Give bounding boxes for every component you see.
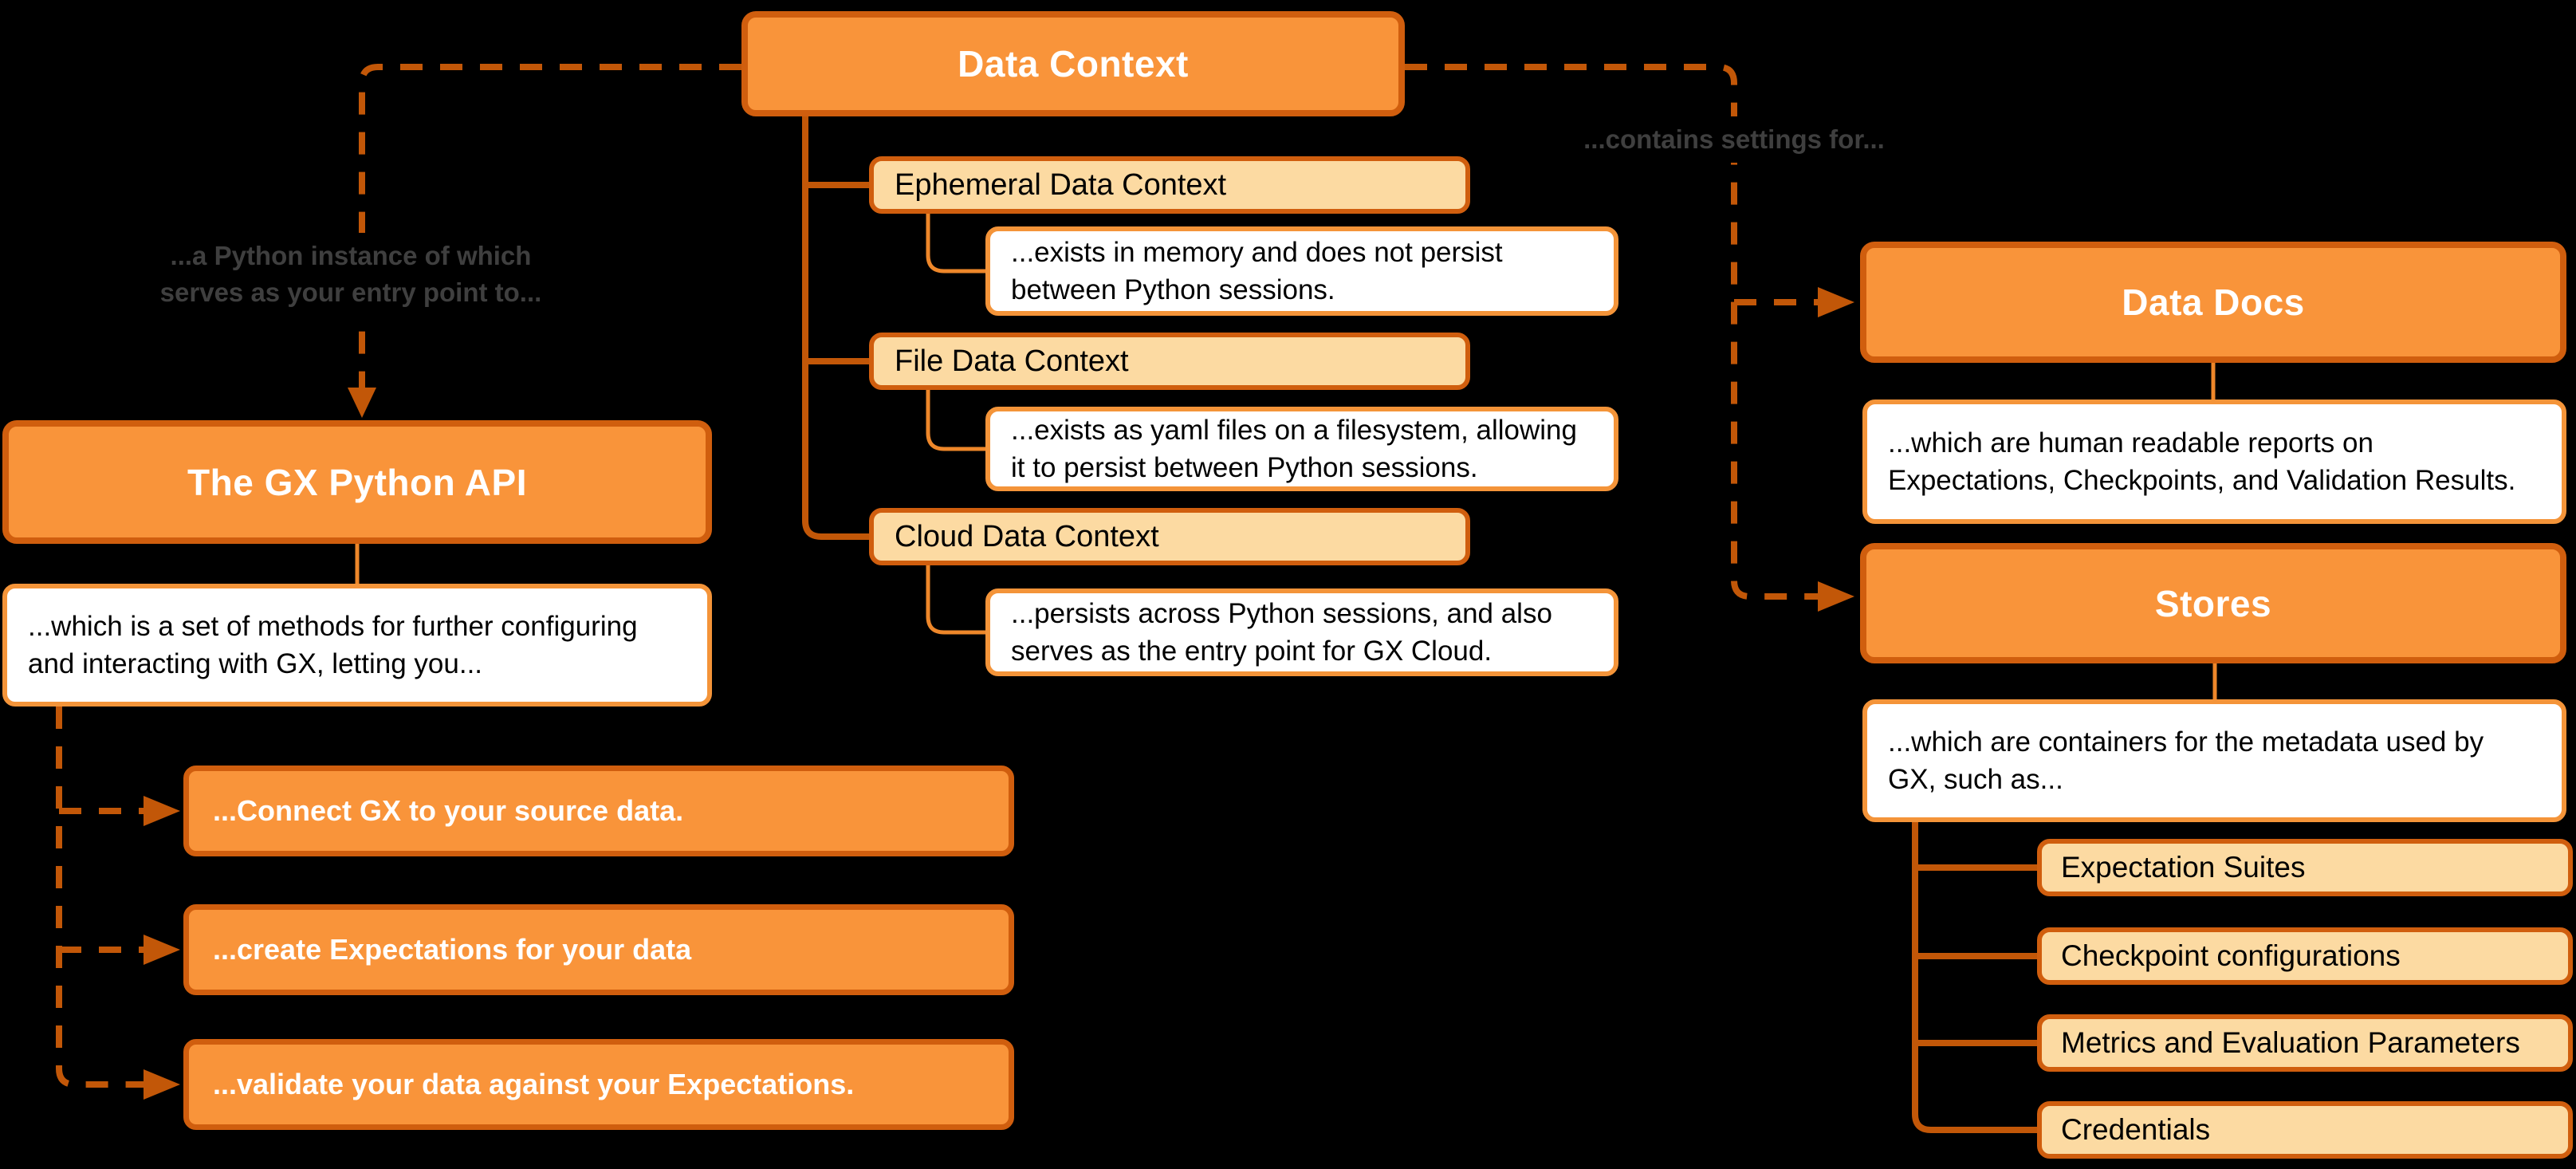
- desc-line: and interacting with GX, letting you...: [28, 648, 483, 679]
- node-title: Data Context: [958, 43, 1189, 85]
- desc-line: ...which are containers for the metadata…: [1888, 726, 2484, 758]
- node-label: Checkpoint configurations: [2061, 939, 2401, 972]
- arrow-right-icon: [1818, 287, 1854, 317]
- desc-line: ...persists across Python sessions, and …: [1011, 598, 1552, 629]
- edge-cloud-desc: [926, 565, 985, 635]
- arrow-right-icon: [144, 1069, 180, 1100]
- desc-line: between Python sessions.: [1011, 274, 1335, 305]
- desc-ephemeral-data-context: ...exists in memory and does not persist…: [985, 226, 1618, 316]
- edge-desc-to-actions: [56, 707, 144, 1088]
- edge-ephemeral-desc: [926, 214, 985, 274]
- edge-root-to-gxapi: [359, 64, 741, 388]
- node-action-connect: ...Connect GX to your source data.: [183, 766, 1014, 856]
- node-expectation-suites: Expectation Suites: [2037, 839, 2573, 896]
- edge-label-contains-settings: ...contains settings for...: [1556, 116, 1912, 163]
- node-credentials: Credentials: [2037, 1101, 2573, 1159]
- node-label: Expectation Suites: [2061, 851, 2306, 884]
- arrow-down-icon: [348, 388, 376, 418]
- node-stores: Stores: [1860, 543, 2566, 663]
- node-data-context: Data Context: [741, 11, 1405, 116]
- action-label: ...create Expectations for your data: [213, 933, 692, 966]
- edge-center-trunk: [802, 116, 869, 540]
- desc-line: it to persist between Python sessions.: [1011, 452, 1478, 483]
- desc-line: ...which is a set of methods for further…: [28, 611, 638, 642]
- desc-data-docs: ...which are human readable reports on E…: [1862, 400, 2566, 524]
- edge-label-line: serves as your entry point to...: [159, 277, 542, 307]
- desc-line: serves as the entry point for GX Cloud.: [1011, 636, 1493, 667]
- desc-line: ...exists as yaml files on a filesystem,…: [1011, 415, 1577, 446]
- node-checkpoint-configurations: Checkpoint configurations: [2037, 927, 2573, 985]
- node-label: Cloud Data Context: [895, 519, 1159, 553]
- node-data-docs: Data Docs: [1860, 242, 2566, 363]
- edge-stores-trunk: [1912, 822, 2037, 1133]
- node-cloud-data-context: Cloud Data Context: [869, 508, 1470, 565]
- node-title: Stores: [2154, 582, 2272, 624]
- node-action-create-expectations: ...create Expectations for your data: [183, 904, 1014, 995]
- node-action-validate: ...validate your data against your Expec…: [183, 1039, 1014, 1130]
- desc-line: GX, such as...: [1888, 764, 2063, 795]
- edge-root-to-right: [1405, 64, 1818, 600]
- node-title: The GX Python API: [187, 461, 527, 503]
- desc-stores: ...which are containers for the metadata…: [1862, 699, 2566, 822]
- node-label: Ephemeral Data Context: [895, 167, 1227, 202]
- edge-label-line: ...contains settings for...: [1583, 124, 1885, 154]
- node-label: File Data Context: [895, 344, 1129, 378]
- desc-line: ...which are human readable reports on: [1888, 427, 2373, 459]
- desc-cloud-data-context: ...persists across Python sessions, and …: [985, 588, 1618, 676]
- arrow-right-icon: [1818, 581, 1854, 612]
- node-file-data-context: File Data Context: [869, 333, 1470, 390]
- node-metrics-evaluation-parameters: Metrics and Evaluation Parameters: [2037, 1014, 2573, 1072]
- desc-gx-python-api: ...which is a set of methods for further…: [2, 584, 712, 707]
- action-label: ...Connect GX to your source data.: [213, 794, 684, 827]
- desc-line: ...exists in memory and does not persist: [1011, 237, 1503, 268]
- node-label: Metrics and Evaluation Parameters: [2061, 1026, 2520, 1059]
- arrow-right-icon: [144, 796, 180, 826]
- arrow-right-icon: [144, 935, 180, 965]
- edge-label-line: ...a Python instance of which: [170, 241, 532, 270]
- node-ephemeral-data-context: Ephemeral Data Context: [869, 156, 1470, 214]
- edge-file-desc: [926, 390, 985, 451]
- desc-line: Expectations, Checkpoints, and Validatio…: [1888, 465, 2516, 496]
- node-label: Credentials: [2061, 1113, 2211, 1146]
- edge-label-python-instance: ...a Python instance of which serves as …: [128, 233, 574, 316]
- action-label: ...validate your data against your Expec…: [213, 1068, 855, 1100]
- desc-file-data-context: ...exists as yaml files on a filesystem,…: [985, 407, 1618, 491]
- node-title: Data Docs: [2122, 281, 2305, 323]
- node-gx-python-api: The GX Python API: [2, 420, 712, 544]
